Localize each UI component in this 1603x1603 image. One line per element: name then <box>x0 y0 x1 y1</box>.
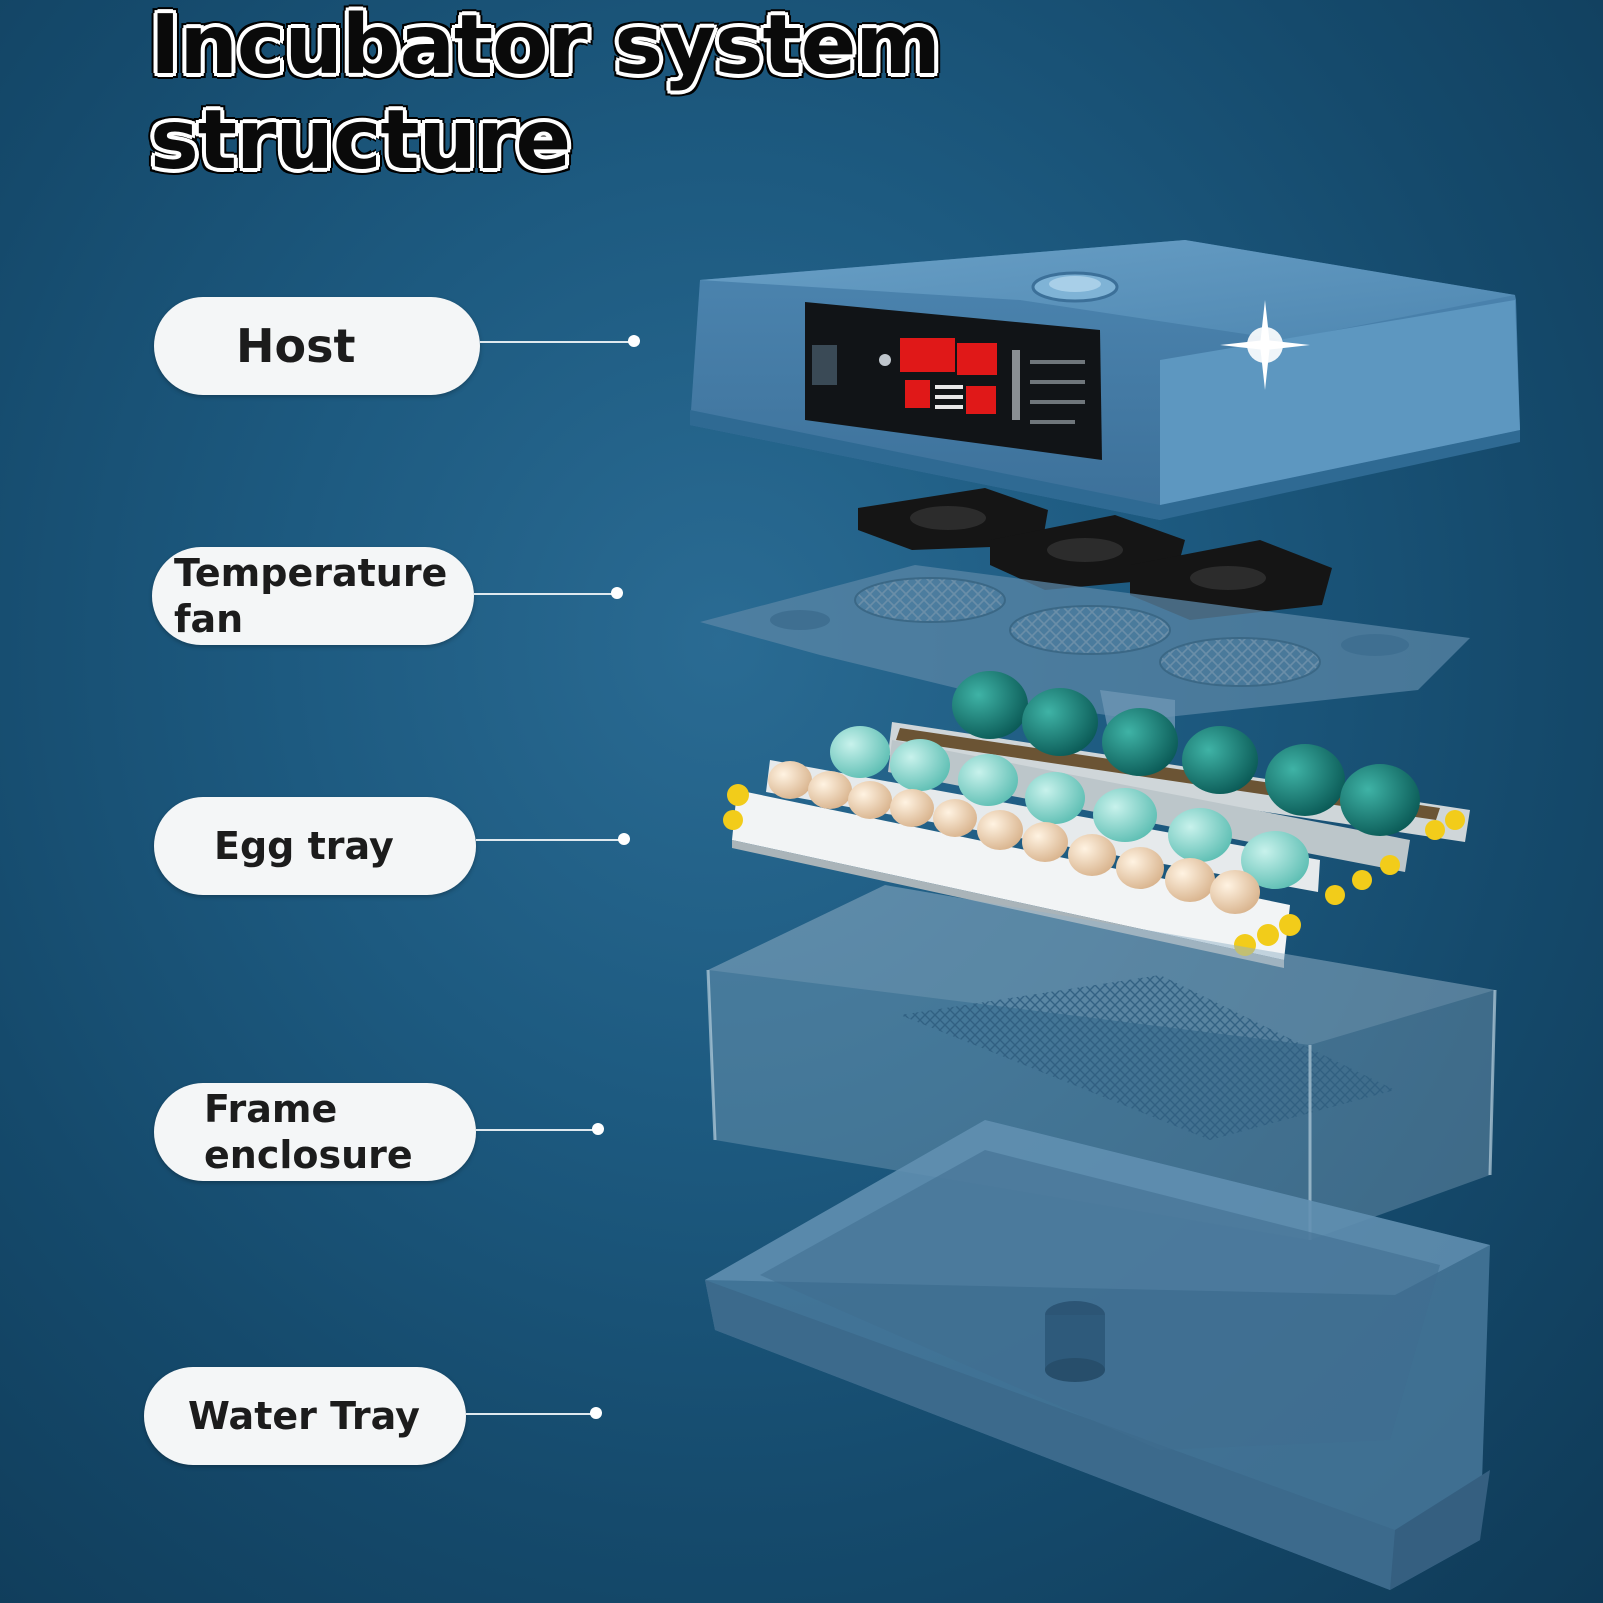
label-host: Host <box>154 297 480 395</box>
label-host-text: Host <box>236 319 356 373</box>
pointer-dot-water-tray <box>590 1407 602 1419</box>
label-egg-tray: Egg tray <box>154 797 476 895</box>
label-frame-enclosure: Frame enclosure <box>154 1083 476 1181</box>
pointer-dot-egg-tray <box>618 833 630 845</box>
label-temperature-fan-text: Temperature fan <box>174 551 448 641</box>
temperature-fans <box>858 488 1332 620</box>
connector-host <box>480 341 632 343</box>
frame-enclosure <box>706 885 1497 1240</box>
host-lid <box>690 240 1520 520</box>
label-egg-tray-text: Egg tray <box>214 824 394 868</box>
connector-frame-enclosure <box>476 1129 600 1131</box>
egg-tray <box>723 671 1470 968</box>
pointer-dot-frame-enclosure <box>592 1123 604 1135</box>
label-water-tray: Water Tray <box>144 1367 466 1465</box>
connector-water-tray <box>466 1413 598 1415</box>
pointer-dot-temperature-fan <box>611 587 623 599</box>
connector-egg-tray <box>476 839 626 841</box>
water-tray <box>705 1120 1490 1590</box>
connector-temperature-fan <box>474 593 620 595</box>
label-temperature-fan: Temperature fan <box>152 547 474 645</box>
pointer-dot-host <box>628 335 640 347</box>
label-frame-enclosure-text: Frame enclosure <box>204 1087 413 1177</box>
label-water-tray-text: Water Tray <box>188 1394 420 1438</box>
